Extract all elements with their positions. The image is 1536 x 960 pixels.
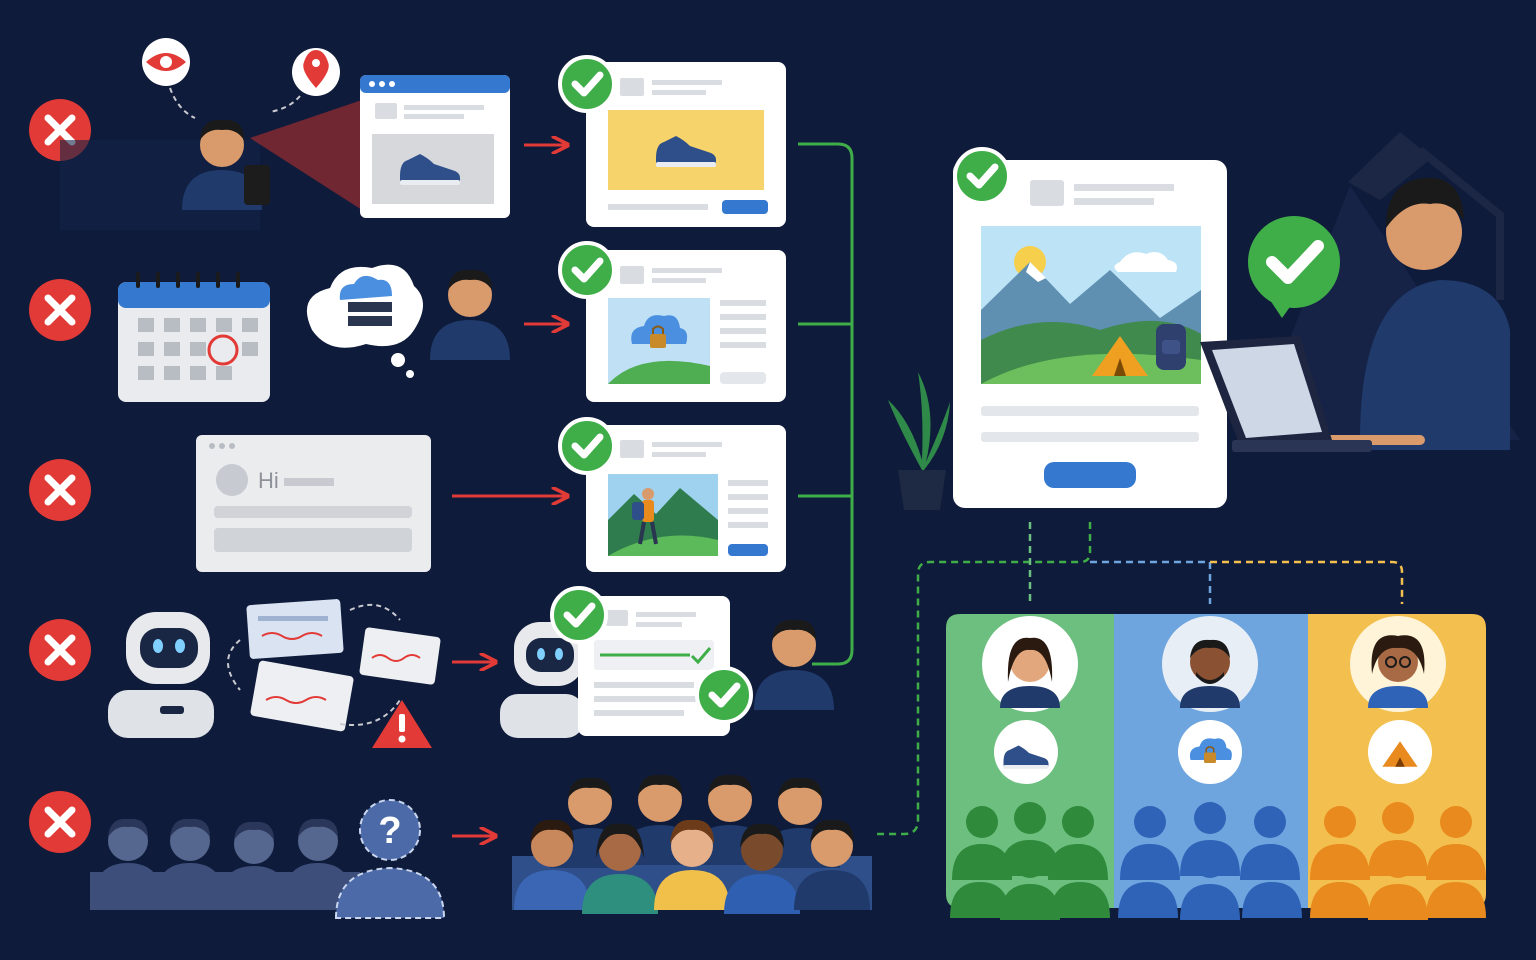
calendar-icon bbox=[118, 272, 270, 402]
thinking-person bbox=[430, 269, 510, 360]
x-circle-icon bbox=[29, 279, 91, 341]
svg-text:?: ? bbox=[378, 810, 401, 852]
question-mark-icon: ? bbox=[334, 799, 446, 919]
tracked-email-card bbox=[360, 75, 510, 218]
segment-green bbox=[946, 614, 1114, 920]
segment-connectors bbox=[874, 522, 1404, 836]
scan-beam bbox=[250, 100, 362, 210]
check-circle-icon bbox=[560, 243, 614, 297]
happy-working-person bbox=[1325, 177, 1510, 450]
solution-diverse-crowd bbox=[512, 774, 872, 914]
x-circle-icon bbox=[29, 791, 91, 853]
plant-icon bbox=[888, 372, 950, 510]
check-circle-icon bbox=[560, 57, 614, 111]
solution-ai-review bbox=[500, 588, 834, 738]
bracket-connector bbox=[798, 142, 854, 666]
phone-icon bbox=[244, 165, 270, 205]
problem-unknown-audience: ? bbox=[90, 799, 494, 919]
audience-segments bbox=[946, 614, 1486, 920]
x-circle-icon bbox=[29, 459, 91, 521]
segment-blue bbox=[1114, 614, 1308, 920]
cta-button bbox=[728, 544, 768, 556]
problem-generic-greeting: Hi bbox=[196, 435, 566, 572]
eye-icon bbox=[142, 38, 190, 86]
solution-card-cloud bbox=[560, 243, 786, 402]
check-circle-icon bbox=[955, 149, 1009, 203]
cloud-server-icon bbox=[339, 275, 392, 326]
solution-card-shoe bbox=[560, 57, 786, 227]
robot-icon bbox=[500, 622, 584, 738]
greeting-text: Hi bbox=[258, 468, 279, 493]
check-circle-icon bbox=[552, 588, 606, 642]
cta-button bbox=[1044, 462, 1136, 488]
problem-privacy bbox=[60, 38, 566, 230]
thought-cloud bbox=[306, 264, 423, 378]
warning-icon bbox=[372, 700, 432, 748]
check-circle-icon bbox=[697, 668, 751, 722]
error-note-cards bbox=[227, 599, 441, 732]
mountain-tent-icon bbox=[981, 226, 1201, 384]
hiker-icon bbox=[632, 488, 658, 545]
problem-stale-data bbox=[118, 264, 566, 402]
avatar bbox=[216, 464, 248, 496]
laptop-icon bbox=[1200, 336, 1372, 452]
approval-badge bbox=[1248, 216, 1340, 318]
cta-button bbox=[722, 200, 768, 214]
x-circle-icon bbox=[29, 619, 91, 681]
robot-icon bbox=[108, 612, 214, 738]
segment-yellow bbox=[1308, 614, 1486, 920]
solution-card-hiker bbox=[560, 419, 786, 572]
check-circle-icon bbox=[560, 419, 614, 473]
hero-email-card bbox=[953, 149, 1227, 508]
problem-ai-errors bbox=[108, 599, 494, 748]
diverse-crowd-icon bbox=[514, 819, 870, 914]
location-pin-icon bbox=[292, 48, 340, 96]
